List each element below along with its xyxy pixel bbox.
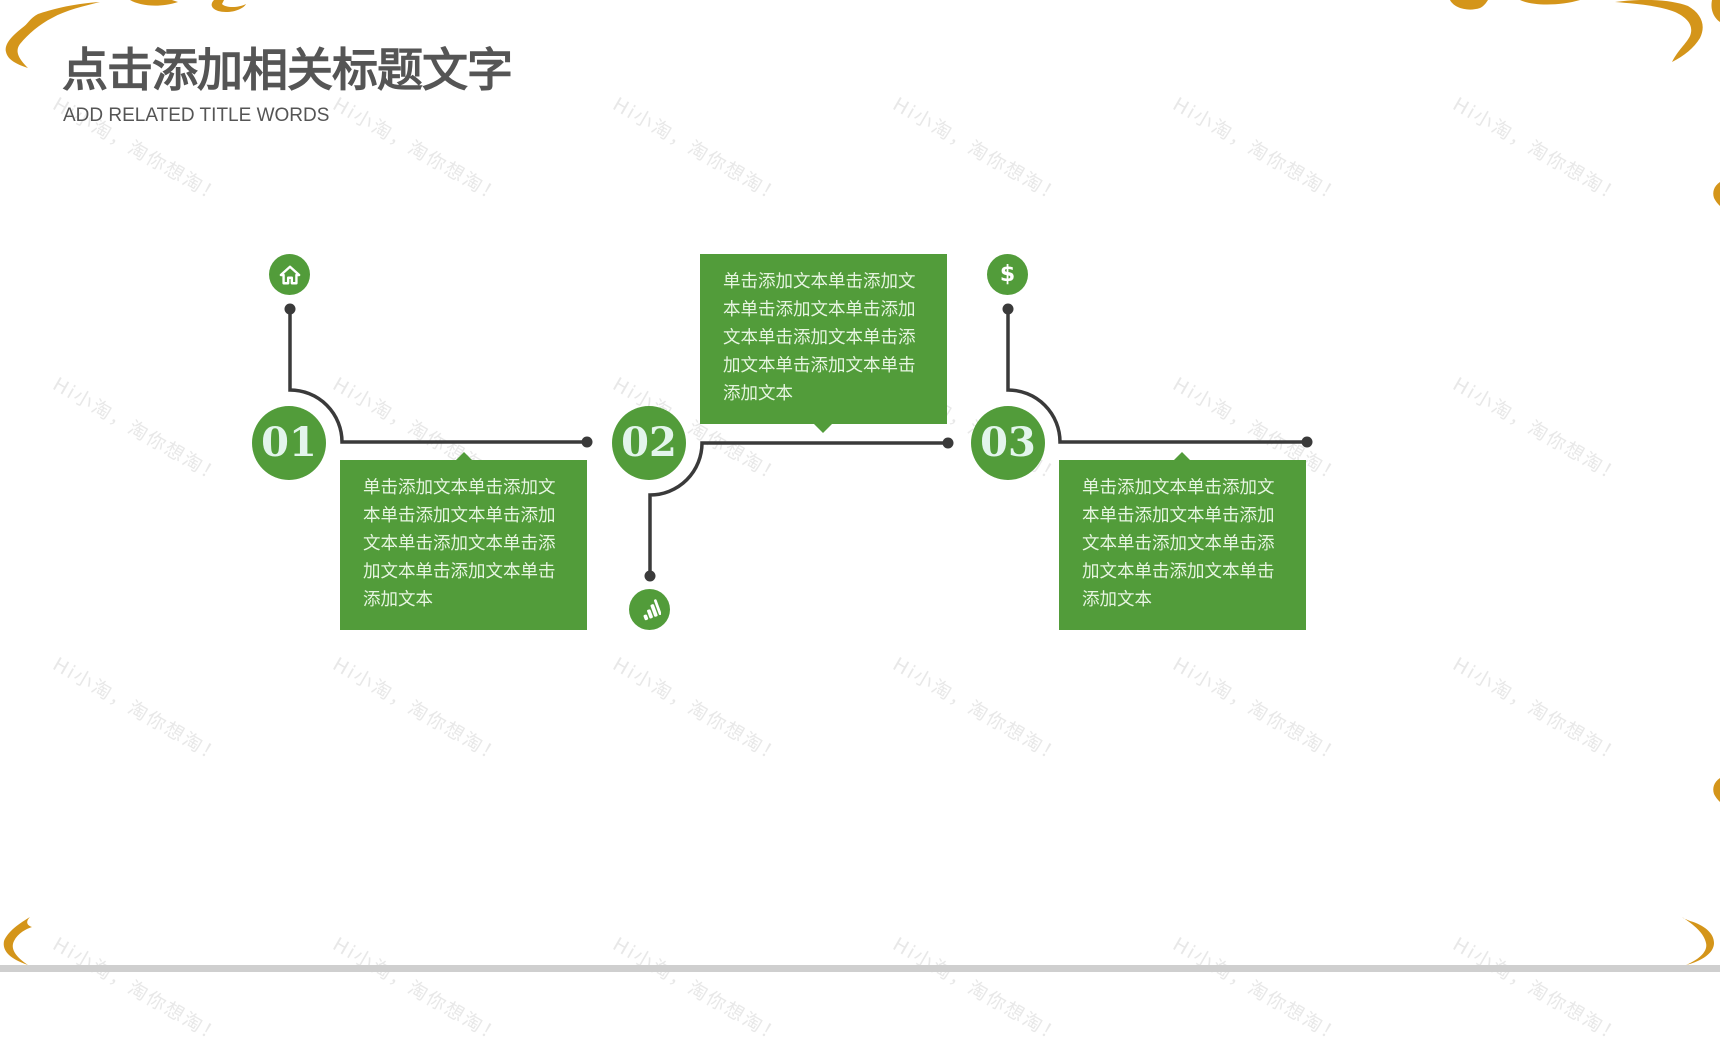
step-2-textbox-pointer (814, 424, 832, 433)
ornament-right-edge-top (1713, 182, 1720, 206)
ornament-right-edge-bottom (1713, 778, 1720, 802)
bottom-scrollbar (0, 965, 1720, 972)
step-3-textbox[interactable]: 单击添加文本单击添加文本单击添加文本单击添加文本单击添加文本单击添加文本单击添加… (1059, 460, 1306, 630)
ornament-bottom-left (3, 917, 32, 965)
step-3-number-badge: 03 (971, 406, 1045, 480)
timeline-connectors (284, 303, 1313, 582)
step-2-icon-badge (629, 589, 670, 630)
step-1-icon-badge (269, 254, 310, 295)
step-3-icon-badge: $ (987, 254, 1028, 295)
page-title: 点击添加相关标题文字 (62, 43, 513, 97)
step-1-textbox[interactable]: 单击添加文本单击添加文本单击添加文本单击添加文本单击添加文本单击添加文本单击添加… (340, 460, 587, 630)
ornament-top-left (5, 0, 246, 68)
step-3-textbox-pointer (1173, 452, 1191, 461)
step-2-textbox[interactable]: 单击添加文本单击添加文本单击添加文本单击添加文本单击添加文本单击添加文本单击添加… (700, 254, 947, 424)
dollar-icon: $ (999, 262, 1016, 287)
step-2-number-badge: 02 (612, 406, 686, 480)
home-icon (279, 265, 300, 284)
page-subtitle: ADD RELATED TITLE WORDS (63, 105, 330, 126)
step-1-number-badge: 01 (252, 406, 326, 480)
bar-chart-icon (643, 598, 661, 620)
ornament-top-right (1450, 0, 1720, 62)
step-1-textbox-pointer (455, 452, 473, 461)
ornament-bottom-right (1682, 917, 1714, 965)
